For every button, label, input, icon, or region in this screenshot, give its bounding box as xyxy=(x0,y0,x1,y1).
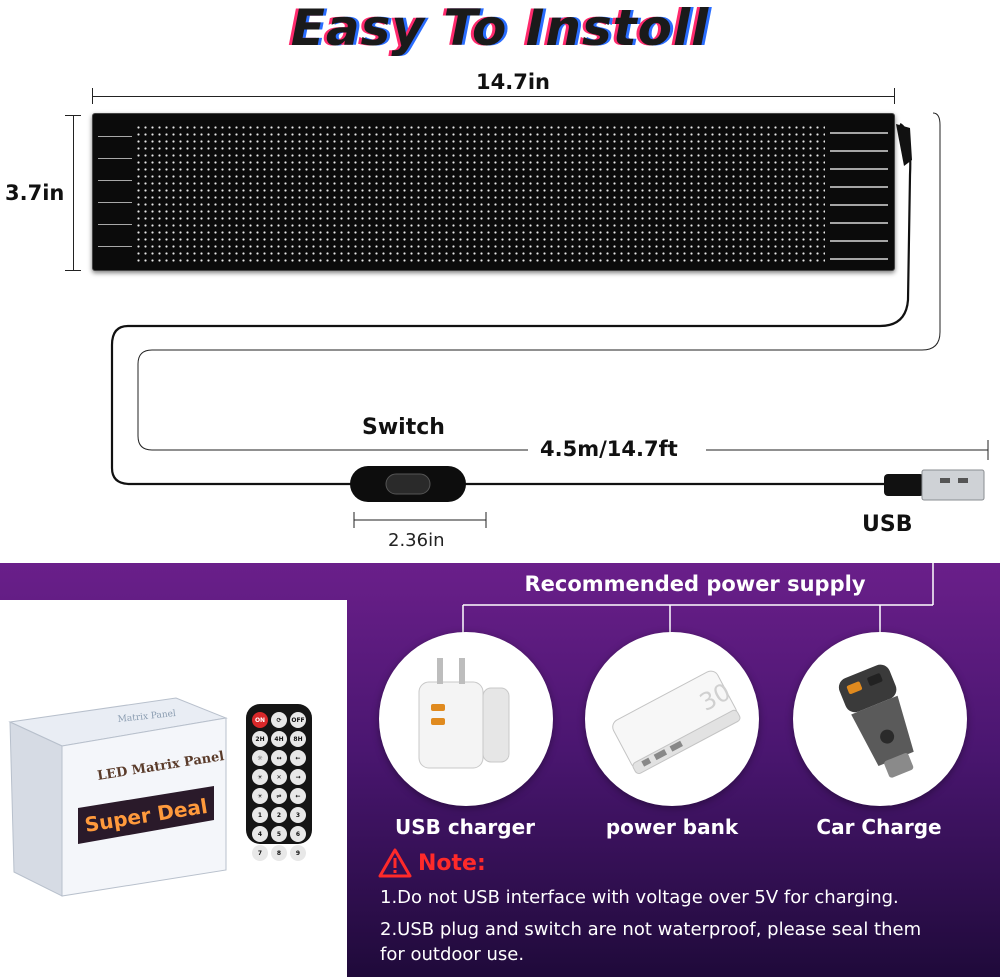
remote-button: ☼ xyxy=(252,750,268,766)
note-title: Note: xyxy=(418,850,486,876)
note-line-2: 2.USB plug and switch are not waterproof… xyxy=(380,919,922,940)
switch-label: Switch xyxy=(362,415,445,440)
led-dot-grid xyxy=(135,124,825,262)
power-supply-title: Recommended power supply xyxy=(524,572,866,596)
remote-button: ON xyxy=(252,712,268,728)
note-heading: Note: xyxy=(378,848,486,878)
remote-button: → xyxy=(290,769,306,785)
width-dimension-label: 14.7in xyxy=(470,70,556,94)
remote-button: 4 xyxy=(252,826,268,842)
height-dimension-tick-top xyxy=(65,115,81,116)
power-bank-caption: power bank xyxy=(605,815,739,839)
remote-button: 2H xyxy=(252,731,268,747)
width-dimension-tick-left xyxy=(92,88,93,104)
remote-button: 5 xyxy=(271,826,287,842)
panel-circuit-right xyxy=(830,122,888,264)
car-charger-circle xyxy=(793,632,967,806)
remote-button: 6 xyxy=(290,826,306,842)
usb-plug xyxy=(884,474,924,496)
remote-button: ← xyxy=(290,788,306,804)
power-bank-circle: 30 xyxy=(585,632,759,806)
remote-button: 9 xyxy=(290,845,306,861)
page-title: Easy To Instoll xyxy=(290,0,710,57)
usb-charger-circle xyxy=(379,632,553,806)
width-dimension-line xyxy=(92,96,895,97)
warning-icon xyxy=(378,848,412,878)
note-line-1: 1.Do not USB interface with voltage over… xyxy=(380,887,899,908)
remote-button: 4H xyxy=(271,731,287,747)
remote-button: ☀ xyxy=(252,788,268,804)
cable-diagram xyxy=(110,112,989,528)
remote-button: ☀ xyxy=(252,769,268,785)
switch-length-label: 2.36in xyxy=(388,530,445,551)
usb-charger-caption: USB charger xyxy=(394,815,536,839)
cable-length-label: 4.5m/14.7ft xyxy=(540,437,678,461)
remote-button: ← xyxy=(290,750,306,766)
height-dimension-label: 3.7in xyxy=(4,181,66,205)
remote-button: ✕ xyxy=(271,769,287,785)
usb-charger-icon xyxy=(418,658,510,769)
remote-button: 1 xyxy=(252,807,268,823)
note-line-3: for outdoor use. xyxy=(380,944,525,965)
power-bank-icon: 30 xyxy=(612,670,741,774)
remote-button: 8H xyxy=(290,731,306,747)
remote-button: 7 xyxy=(252,845,268,861)
panel-circuit-left xyxy=(98,122,132,264)
height-dimension-line xyxy=(73,115,74,270)
width-dimension-tick-right xyxy=(894,88,895,104)
remote-button: 3 xyxy=(290,807,306,823)
car-charger-caption: Car Charge xyxy=(816,815,942,839)
remote-button: 8 xyxy=(271,845,287,861)
remote-button: ↔ xyxy=(271,750,287,766)
remote-button: ⇌ xyxy=(271,788,287,804)
remote-button: OFF xyxy=(290,712,306,728)
height-dimension-tick-bottom xyxy=(65,270,81,271)
product-card: Super Deal LED Matrix Panel Matrix Panel… xyxy=(0,600,347,977)
remote-button: ⟳ xyxy=(271,712,287,728)
usb-label: USB xyxy=(862,512,913,537)
led-matrix-panel xyxy=(92,113,895,271)
remote-button: 2 xyxy=(271,807,287,823)
car-charger-icon xyxy=(838,664,914,778)
